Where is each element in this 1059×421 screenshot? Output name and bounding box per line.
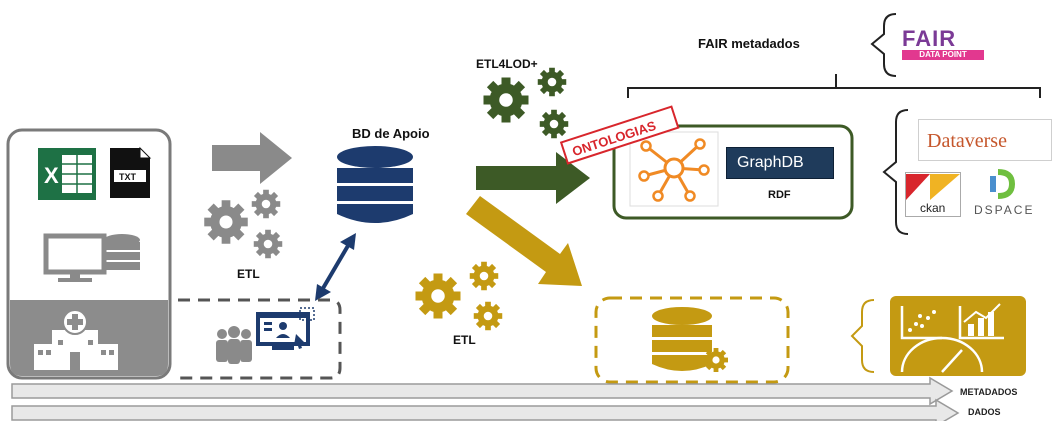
web-application-icon [256,307,315,350]
txt-file-icon: TXT [110,146,152,198]
dashboard-bracket [850,299,875,373]
fair-metadados-label: FAIR metadados [698,36,800,51]
dspace-logo: DSPACE [968,167,1054,219]
metadados-label: METADADOS [960,387,1017,397]
graphdb-logo-text: GraphDB [737,154,804,171]
fair-bracket [627,13,1041,98]
rdf-label: RDF [768,189,791,201]
bd-apoio-label: BD de Apoio [352,126,430,141]
etl4lod-label: ETL4LOD+ [476,57,538,71]
computer-database-icon [43,233,140,282]
dspace-logo-shape [990,169,1016,199]
fair-data-point-logo: FAIR DATA POINT [900,26,986,60]
analytics-database-icon [652,307,728,372]
ckan-logo-shape [906,174,960,200]
dataverse-logo: Dataverse [918,119,1052,161]
hospital-icon [34,309,118,370]
dados-label: DADOS [968,407,1001,417]
graph-network-icon [629,131,719,207]
users-group-icon [216,326,252,364]
graphdb-logo: GraphDB [726,147,834,179]
dashboard-charts-icon [890,296,1026,376]
gold-etl-gears-icon [415,261,503,331]
gray-etl-gears-icon [204,189,283,259]
etl-bottom-label: ETL [453,333,476,347]
ckan-logo-text: ckan [920,201,946,215]
excel-file-icon: X [38,148,96,200]
support-database-icon [337,146,413,223]
bidirectional-arrow [315,233,356,301]
txt-file-label: TXT [119,172,137,182]
green-etl4lod-gears-icon [483,67,569,139]
dataverse-logo-text: Dataverse [927,130,1007,152]
dados-flow-bar [11,398,960,421]
green-arrow [476,152,590,204]
gold-dashed-box [594,296,790,384]
gray-etl-arrow [212,132,292,184]
dspace-logo-text: DSPACE [974,203,1035,217]
gold-arrow [466,196,582,286]
fair-logo-text: FAIR [902,26,957,51]
metadados-flow-bar [11,376,954,406]
etl-left-label: ETL [237,267,260,281]
excel-file-label: X [44,163,59,188]
repositories-bracket [882,109,909,235]
data-point-logo-text: DATA POINT [902,50,984,60]
ckan-logo: ckan [905,172,961,217]
